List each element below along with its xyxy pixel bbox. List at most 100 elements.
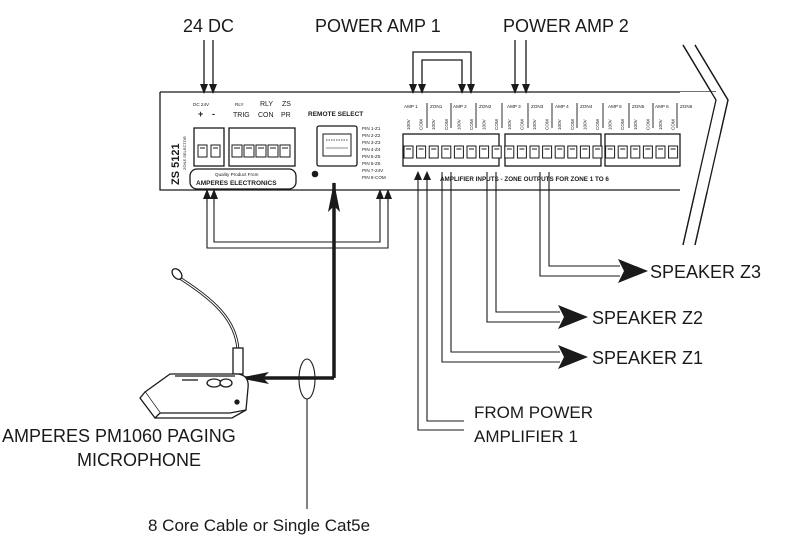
terminal-group-label: ZON4 <box>580 104 593 109</box>
pin-item: PIN 3-Z3 <box>362 140 381 145</box>
amp-zone-terminal-block <box>402 133 681 167</box>
terminal-screw <box>579 145 590 159</box>
terminal-group-label: ZON6 <box>680 104 693 109</box>
terminal-screw <box>516 145 527 159</box>
relay-terminal-block <box>228 127 296 167</box>
terminal-group-label: ZON3 <box>531 104 544 109</box>
power-amp-2-wires <box>511 40 530 94</box>
terminal-group-label: ZON2 <box>479 104 492 109</box>
terminal-group-labels: AMP 1 ZON1 AMP 2 ZON2 AMP 3 ZON3 AMP 4 Z… <box>404 104 693 109</box>
terminal-screw <box>466 145 477 159</box>
terminal-screw <box>617 145 628 159</box>
terminal-pin-label: 100V <box>633 118 638 130</box>
pin-item: PIN 4-Z4 <box>362 147 381 152</box>
terminal-pin-label: COM <box>545 119 550 130</box>
terminal-screw <box>416 145 427 159</box>
rly-trig-top-label: RLY <box>235 102 244 107</box>
terminal-pin-label: COM <box>419 119 424 130</box>
terminal-screw <box>542 145 553 159</box>
terminal-pin-labels: 100V COM 100V COM 100V COM 100V COM 100V COM 100V C… <box>406 118 676 130</box>
terminal-screw <box>453 145 464 159</box>
terminal-screw <box>441 145 452 159</box>
terminal-pin-label: 100V <box>557 118 562 130</box>
rly-con-top-label: RLY <box>260 101 273 108</box>
dc-loop-wire <box>203 189 392 249</box>
power-amp-1-label: POWER AMP 1 <box>315 16 441 36</box>
pin-list: PIN 1-Z1 PIN 2-Z2 PIN 3-Z3 PIN 4-Z4 PIN … <box>362 126 386 180</box>
terminal-pin-label: 100V <box>431 118 436 130</box>
speaker-output-wires <box>417 172 620 431</box>
terminal-screw <box>479 145 490 159</box>
terminal-pin-label: 100V <box>608 118 613 130</box>
brand-plate: Quality Product From AMPERES ELECTRONICS <box>189 168 297 190</box>
terminal-pin-label: COM <box>519 119 524 130</box>
rly-con-bottom-label: CON <box>258 112 274 119</box>
terminal-pin-label: COM <box>595 119 600 130</box>
cable-label: 8 Core Cable or Single Cat5e <box>148 516 370 535</box>
bottom-strip-label: AMPLIFIER INPUTS - ZONE OUTPUTS FOR ZONE… <box>440 176 609 183</box>
pin-item: PIN 2-Z2 <box>362 133 381 138</box>
indicator-led <box>311 170 319 178</box>
zone-selector-panel <box>159 44 729 246</box>
terminal-input-arrows <box>414 171 431 180</box>
from-power-line2: AMPLIFIER 1 <box>474 427 578 446</box>
dc-input-wires <box>200 40 217 94</box>
terminal-pin-label: 100V <box>456 118 461 130</box>
pin-item: PIN 7-24V <box>362 168 384 173</box>
terminal-group-label: AMP 1 <box>404 104 418 109</box>
dc-input-label: DC 24V <box>193 102 210 107</box>
remote-cable <box>239 182 340 384</box>
zs-pr-bottom-label: PR <box>281 112 291 119</box>
dc-plus-sign: + <box>198 109 203 119</box>
dc-terminal-block <box>193 127 225 167</box>
terminal-pin-label: 100V <box>406 118 411 130</box>
terminal-group-label: AMP 4 <box>555 104 569 109</box>
terminal-pin-label: COM <box>620 119 625 130</box>
microphone-label-line2: MICROPHONE <box>77 450 201 470</box>
terminal-screw <box>592 145 603 159</box>
terminal-pin-label: 100V <box>532 118 537 130</box>
terminal-group-label: AMP 6 <box>655 104 669 109</box>
zs-pr-top-label: ZS <box>282 101 291 108</box>
paging-microphone-icon <box>139 268 249 419</box>
terminal-pin-label: COM <box>671 119 676 130</box>
terminal-screw <box>529 145 540 159</box>
terminal-group-label: AMP 5 <box>608 104 622 109</box>
terminal-pin-label: COM <box>469 119 474 130</box>
dc-24-label: 24 DC <box>183 16 234 36</box>
terminal-screw <box>504 145 515 159</box>
terminal-pin-label: COM <box>444 119 449 130</box>
terminal-screw <box>403 145 414 159</box>
terminal-pin-label: COM <box>570 119 575 130</box>
terminal-screw <box>428 145 439 159</box>
speaker-z1-label: SPEAKER Z1 <box>592 348 703 368</box>
pin-item: PIN 8-COM <box>362 175 386 180</box>
microphone-label-line1: AMPERES PM1060 PAGING <box>2 426 236 446</box>
quality-line: Quality Product From <box>215 172 259 177</box>
model-label: ZS 5121 <box>170 143 182 185</box>
terminal-group-label: AMP 2 <box>453 104 467 109</box>
from-power-line1: FROM POWER <box>474 403 593 422</box>
power-amp-1-wires <box>409 51 475 94</box>
terminal-pin-label: 100V <box>482 118 487 130</box>
terminal-group-label: AMP 3 <box>507 104 521 109</box>
model-subtitle: ZONE SELECTOR <box>182 136 187 170</box>
terminal-pin-label: 100V <box>507 118 512 130</box>
terminal-screw <box>605 145 616 159</box>
terminal-pin-label: COM <box>494 119 499 130</box>
pin-item: PIN 1-Z1 <box>362 126 381 131</box>
rly-trig-bottom-label: TRIG <box>233 112 250 119</box>
terminal-pin-label: 100V <box>582 118 587 130</box>
terminal-screw <box>642 145 653 159</box>
terminal-group-label: ZON1 <box>430 104 443 109</box>
remote-select-label: REMOTE SELECT <box>308 111 363 118</box>
terminal-screw <box>554 145 565 159</box>
brand-line: AMPERES ELECTRONICS <box>196 180 277 187</box>
terminal-pin-label: 100V <box>658 118 663 130</box>
pin-item: PIN 6-Z6 <box>362 161 381 166</box>
speaker-arrows <box>558 259 648 369</box>
dc-minus-sign: - <box>212 109 215 119</box>
terminal-screw <box>491 145 502 159</box>
power-amp-2-label: POWER AMP 2 <box>503 16 629 36</box>
